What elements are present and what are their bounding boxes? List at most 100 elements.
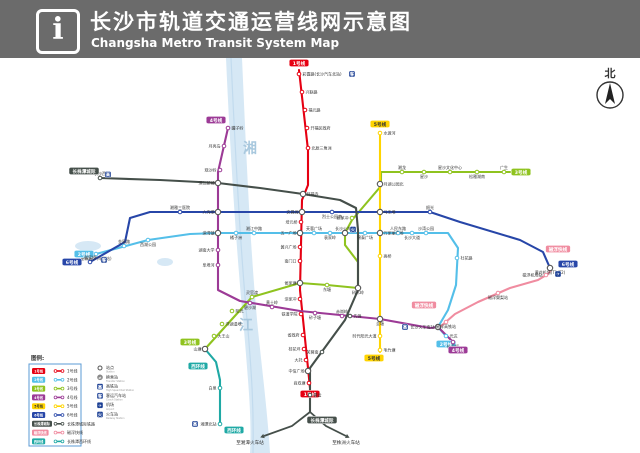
hsr-icon-glyph: 高 xyxy=(106,171,110,178)
page-title: 长沙市轨道交通运营线网示意图 xyxy=(90,10,412,34)
station-label: 灵官渡 xyxy=(246,289,258,295)
transfer-station-dot xyxy=(304,367,312,375)
station-dot xyxy=(97,175,103,181)
line-path-line2 xyxy=(94,231,460,338)
line-badge-text: 3号线 xyxy=(184,339,197,346)
hsr-icon-box xyxy=(401,323,409,331)
line-badge-box xyxy=(545,245,571,253)
line-badge-text: 4号线 xyxy=(210,117,223,124)
station-label: 杜花路 xyxy=(461,254,473,260)
station-dot xyxy=(324,282,330,288)
station-dot xyxy=(298,311,304,317)
station-label: 湘雅三医院 xyxy=(170,204,190,210)
legend-symbol-en: Airport xyxy=(106,408,114,411)
transfer-station-dot xyxy=(434,323,442,331)
station-label: 丝茅冲 xyxy=(337,214,349,220)
station-dot xyxy=(215,247,221,253)
station-label: 磁浮㮾梨站 xyxy=(488,294,508,300)
station-label: 磁浮高铁站 xyxy=(436,323,456,329)
station-label: 月湖公园北 xyxy=(384,180,404,186)
station-label: 开福区政府 xyxy=(311,124,331,130)
station-label: 砂子塘 xyxy=(309,314,321,320)
hsr-icon-box xyxy=(191,420,199,428)
station-dot xyxy=(87,259,93,265)
station-dot xyxy=(301,346,307,352)
station-dot xyxy=(306,380,312,386)
station-dot xyxy=(362,230,368,236)
legend-rail-icon: 火 xyxy=(96,411,104,418)
line-badge-line6: 6号线 xyxy=(557,260,579,268)
transfer-station-dot xyxy=(214,229,222,237)
station-label: 芙蓉广场 xyxy=(306,225,322,231)
station-dot xyxy=(543,272,549,278)
legend-line-dot xyxy=(53,369,58,373)
station-dot xyxy=(215,262,221,268)
transfer-station-dot xyxy=(376,315,384,323)
metro-line-cjt: 至湘潭火车站至株洲火车站 xyxy=(98,176,360,446)
station-dot xyxy=(495,290,501,296)
line-badge-line2: 2号线 xyxy=(73,250,95,258)
station-label: 橘子洲 xyxy=(230,234,242,240)
branch-arrow xyxy=(263,411,311,437)
station-dot xyxy=(329,209,335,215)
station-label: 黄土岭 xyxy=(266,299,278,305)
line-badge-line5: 5号线 xyxy=(363,354,385,362)
station-label: 山塘 xyxy=(194,345,202,351)
legend-row-label: 4号线 xyxy=(67,394,78,400)
page-subtitle: Changsha Metro Transit System Map xyxy=(91,36,340,50)
station-dot xyxy=(347,313,353,319)
station-dot xyxy=(501,169,507,175)
station-dot xyxy=(377,347,383,353)
line-badge-cjt: 长株潭城际 xyxy=(306,416,338,424)
legend-badge-box xyxy=(32,376,46,383)
station-dot xyxy=(377,253,383,259)
transfer-station-dot xyxy=(296,279,304,287)
legend-line-dot xyxy=(53,377,58,382)
station-dot xyxy=(225,125,231,131)
line-badge-text: 6号线 xyxy=(66,259,79,266)
legend-symbol-en: Coach Station xyxy=(106,399,123,402)
station-dot xyxy=(304,125,310,131)
station-label: 观沙岭 xyxy=(205,166,217,172)
legend-badge-box xyxy=(32,412,46,418)
metro-network: 至湘潭火车站至株洲火车站彩霞路(长沙汽车北站)客兴联路福元路开福区政府北辰三角洲… xyxy=(61,59,579,446)
line-badge-box xyxy=(510,168,532,176)
station-dot xyxy=(219,321,225,327)
legend-line-dot xyxy=(60,369,65,373)
station-dot xyxy=(311,230,317,236)
line-badge-text: 4号线 xyxy=(452,347,465,354)
legend-badge-text: 2号线 xyxy=(34,377,43,382)
station-label: 人民东路 xyxy=(390,225,406,231)
legend-symbol-label: 机场 xyxy=(106,401,114,407)
station-dot xyxy=(421,169,427,175)
line-badge-box xyxy=(557,260,579,268)
line-badge-box xyxy=(205,116,227,124)
station-dot xyxy=(349,215,355,221)
legend-line-dot xyxy=(60,430,65,435)
legend-badge-text: 磁浮快线 xyxy=(34,430,48,435)
rail-icon-box xyxy=(96,411,104,418)
river-stripe xyxy=(230,58,254,453)
line-badge-box xyxy=(223,426,245,434)
legend-badge-text: 西环线 xyxy=(34,439,44,444)
station-label: 水渡河 xyxy=(384,129,396,135)
station-label: 彩霞路(长沙汽车北站) xyxy=(303,70,343,76)
legend-symbol-en: Station xyxy=(106,371,115,374)
line-badge-box xyxy=(306,416,338,424)
legend-line-dot xyxy=(53,430,58,435)
line-badge-box xyxy=(447,346,469,354)
legend-symbol-label: 换乘站 xyxy=(106,373,118,379)
line-badge-box xyxy=(369,120,391,128)
station-label: 金星路 xyxy=(118,238,130,244)
line-badge-maglev: 磁浮快线 xyxy=(411,301,437,309)
legend-row-label: 2号线 xyxy=(67,376,78,382)
legend-air-icon: ✈ xyxy=(96,402,104,409)
station-label: 湖南大学 xyxy=(199,246,215,252)
transfer-station-dot xyxy=(298,208,306,216)
legend-symbol-en: High Speed Rail Station xyxy=(106,389,135,392)
